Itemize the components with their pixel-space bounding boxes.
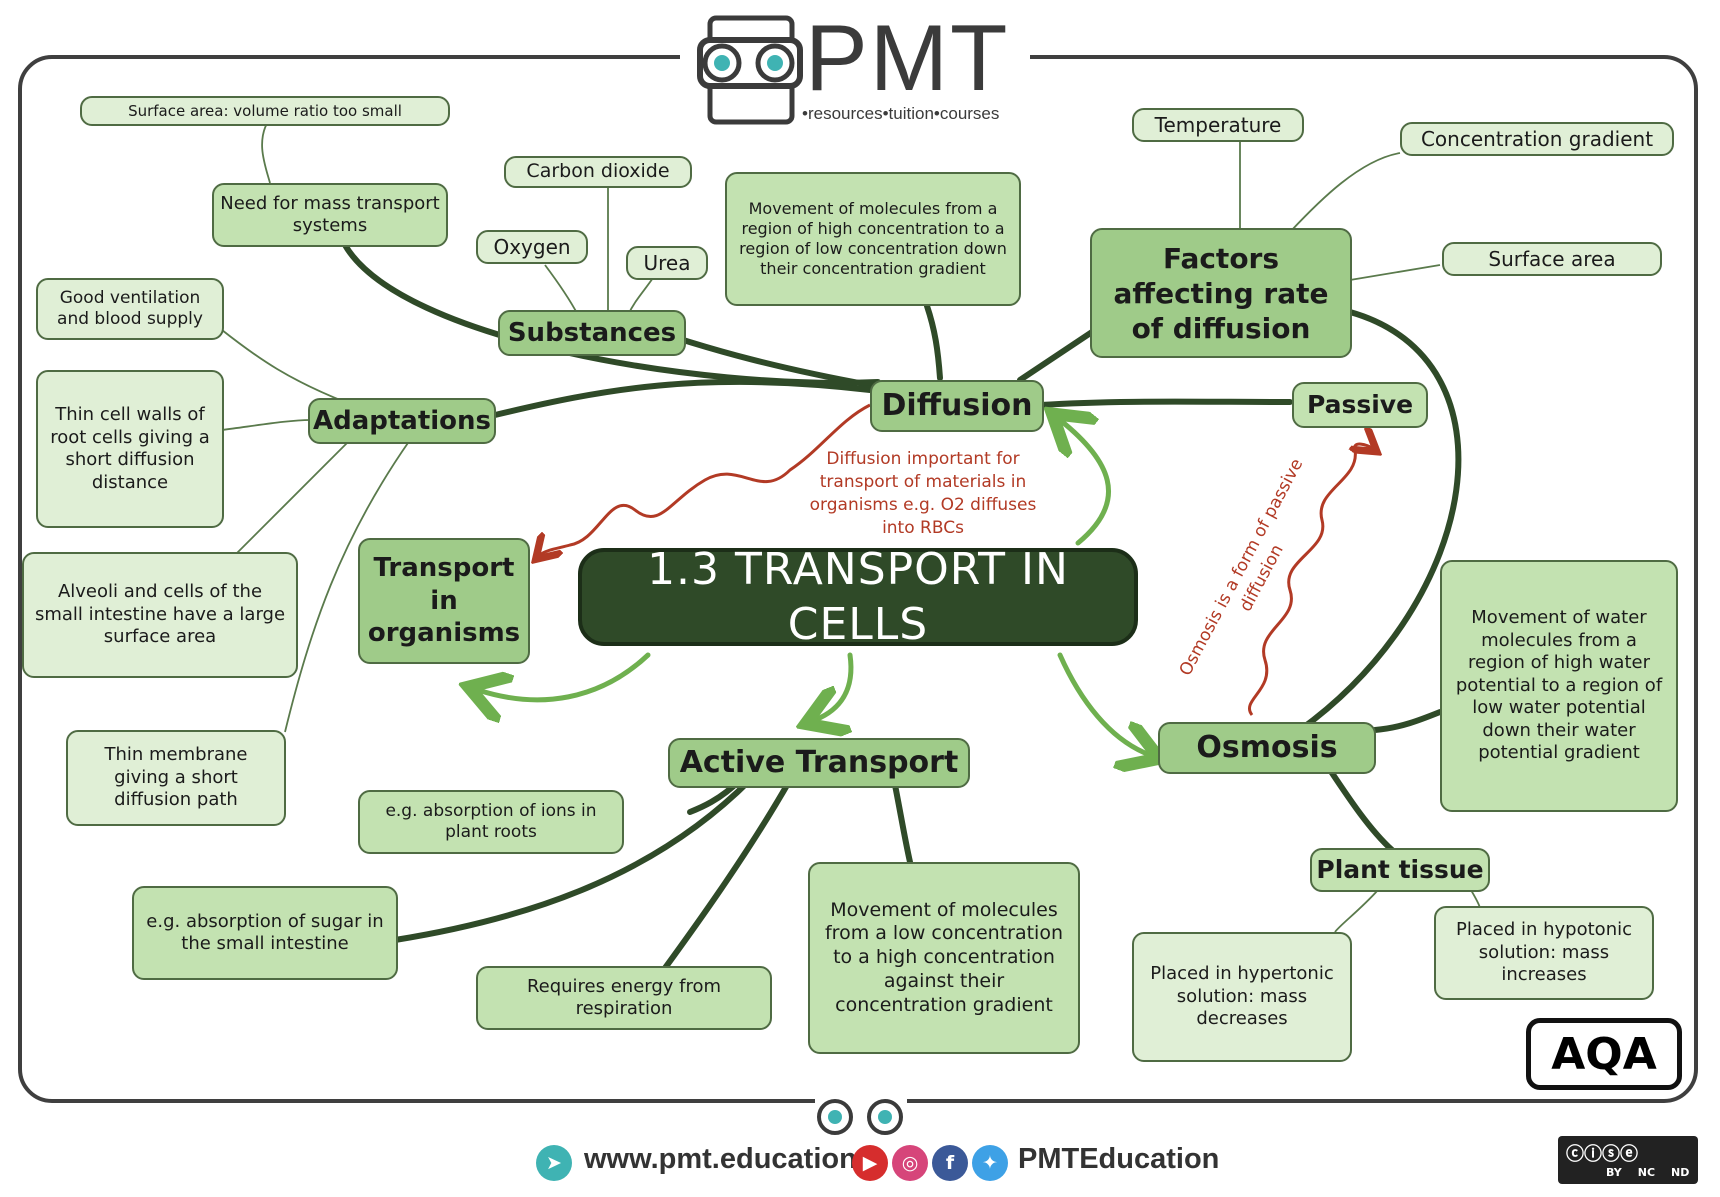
substance-oxygen: Oxygen — [476, 230, 588, 264]
surface-area-volume-ratio: Surface area: volume ratio too small — [80, 96, 450, 126]
factor-concentration-gradient: Concentration gradient — [1400, 122, 1674, 156]
adaptation-thin-membrane: Thin membrane giving a short diffusion p… — [66, 730, 286, 826]
factors-node: Factors affecting rate of diffusion — [1090, 228, 1352, 358]
footer-glasses-icon — [815, 1098, 907, 1136]
diffusion-definition: Movement of molecules from a region of h… — [725, 172, 1021, 306]
diffusion-importance-note: Diffusion important for transport of mat… — [809, 449, 1037, 538]
diffusion-node: Diffusion — [870, 380, 1044, 432]
factor-surface-area: Surface area — [1442, 242, 1662, 276]
passive-node: Passive — [1292, 382, 1428, 428]
instagram-icon[interactable]: ◎ — [892, 1145, 928, 1181]
active-transport-node: Active Transport — [668, 738, 970, 788]
substance-carbon-dioxide: Carbon dioxide — [504, 156, 692, 188]
active-example-ions: e.g. absorption of ions in plant roots — [358, 790, 624, 854]
adaptations-node: Adaptations — [308, 398, 496, 444]
active-energy: Requires energy from respiration — [476, 966, 772, 1030]
license-by: BY — [1606, 1166, 1622, 1179]
logo-subtitle: •resources•tuition•courses — [802, 104, 1000, 123]
logo-icon — [697, 15, 803, 125]
adaptation-large-surface-area: Alveoli and cells of the small intestine… — [22, 552, 298, 678]
youtube-icon[interactable]: ▶ — [852, 1145, 888, 1181]
active-definition: Movement of molecules from a low concent… — [808, 862, 1080, 1054]
factor-temperature: Temperature — [1132, 108, 1304, 142]
exam-board-badge: AQA — [1526, 1018, 1682, 1090]
twitter-icon[interactable]: ✦ — [972, 1145, 1008, 1181]
active-example-sugar: e.g. absorption of sugar in the small in… — [132, 886, 398, 980]
substances-node: Substances — [498, 310, 686, 356]
website-link[interactable]: www.pmt.education — [584, 1143, 857, 1175]
plant-tissue-node: Plant tissue — [1310, 848, 1490, 892]
cc-icon: ⓒⓘⓢⓔ — [1566, 1144, 1638, 1165]
logo-title: PMT — [805, 5, 1010, 110]
license-badge: ⓒⓘⓢⓔ BY NC ND — [1558, 1136, 1698, 1184]
center-topic: 1.3 TRANSPORT IN CELLS — [578, 544, 1138, 650]
osmosis-node: Osmosis — [1158, 722, 1376, 774]
substance-urea: Urea — [626, 246, 708, 280]
cursor-icon: ➤ — [536, 1145, 572, 1181]
license-nc: NC — [1637, 1166, 1656, 1179]
adaptation-thin-cell-walls: Thin cell walls of root cells giving a s… — [36, 370, 224, 528]
mass-transport-node: Need for mass transport systems — [212, 183, 448, 247]
adaptation-ventilation: Good ventilation and blood supply — [36, 278, 224, 340]
license-nd: ND — [1671, 1166, 1690, 1179]
plant-hypotonic: Placed in hypotonic solution: mass incre… — [1434, 906, 1654, 1000]
transport-in-organisms-node: Transport in organisms — [358, 538, 530, 664]
osmosis-definition: Movement of water molecules from a regio… — [1440, 560, 1678, 812]
facebook-icon[interactable]: f — [932, 1145, 968, 1181]
plant-hypertonic: Placed in hypertonic solution: mass decr… — [1132, 932, 1352, 1062]
social-handle[interactable]: PMTEducation — [1018, 1143, 1220, 1175]
